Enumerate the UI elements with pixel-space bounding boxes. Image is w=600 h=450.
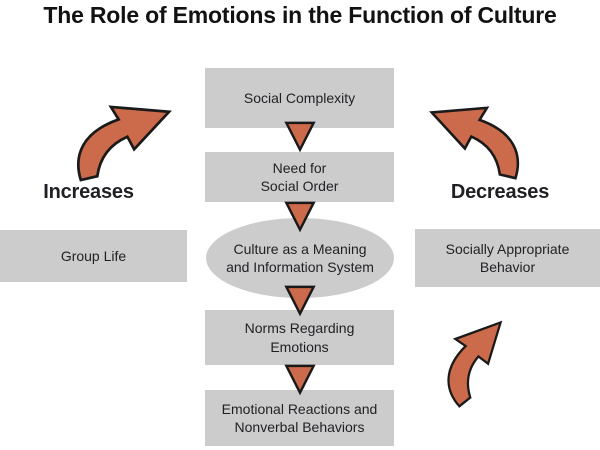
group-life-box: Group Life bbox=[0, 230, 187, 282]
decreases-label: Decreases bbox=[450, 181, 550, 203]
flow-box-social-complexity: Social Complexity bbox=[205, 68, 394, 128]
socially-appropriate-behavior-label: Socially Appropriate Behavior bbox=[445, 240, 570, 275]
socially-appropriate-behavior-box: Socially Appropriate Behavior bbox=[415, 229, 600, 287]
diagram-title: The Role of Emotions in the Function of … bbox=[43, 2, 557, 28]
flow-box-social-complexity-label: Social Complexity bbox=[243, 89, 356, 106]
feedback-curved-arrow-icon bbox=[447, 320, 503, 408]
flow-box-emotional-reactions-label: Emotional Reactions and Nonverbal Behavi… bbox=[221, 400, 378, 435]
down-arrow-icon-2 bbox=[284, 201, 316, 233]
down-arrow-icon-3 bbox=[284, 285, 316, 317]
flow-ellipse-culture-meaning-system-label: Culture as a Meaning and Information Sys… bbox=[226, 240, 374, 275]
flow-box-emotional-reactions: Emotional Reactions and Nonverbal Behavi… bbox=[205, 390, 394, 446]
group-life-label: Group Life bbox=[60, 247, 127, 264]
decrease-curved-arrow-icon bbox=[429, 106, 520, 180]
flow-box-norms-regarding-emotions: Norms Regarding Emotions bbox=[205, 310, 394, 365]
increases-label: Increases bbox=[43, 181, 134, 203]
down-arrow-icon-4 bbox=[284, 364, 316, 396]
flow-box-norms-regarding-emotions-label: Norms Regarding Emotions bbox=[244, 320, 355, 355]
down-arrow-icon-1 bbox=[284, 121, 316, 153]
flow-box-need-for-social-order-label: Need for Social Order bbox=[260, 159, 339, 194]
increase-curved-arrow-icon bbox=[76, 105, 172, 182]
flow-box-need-for-social-order: Need for Social Order bbox=[205, 152, 394, 202]
